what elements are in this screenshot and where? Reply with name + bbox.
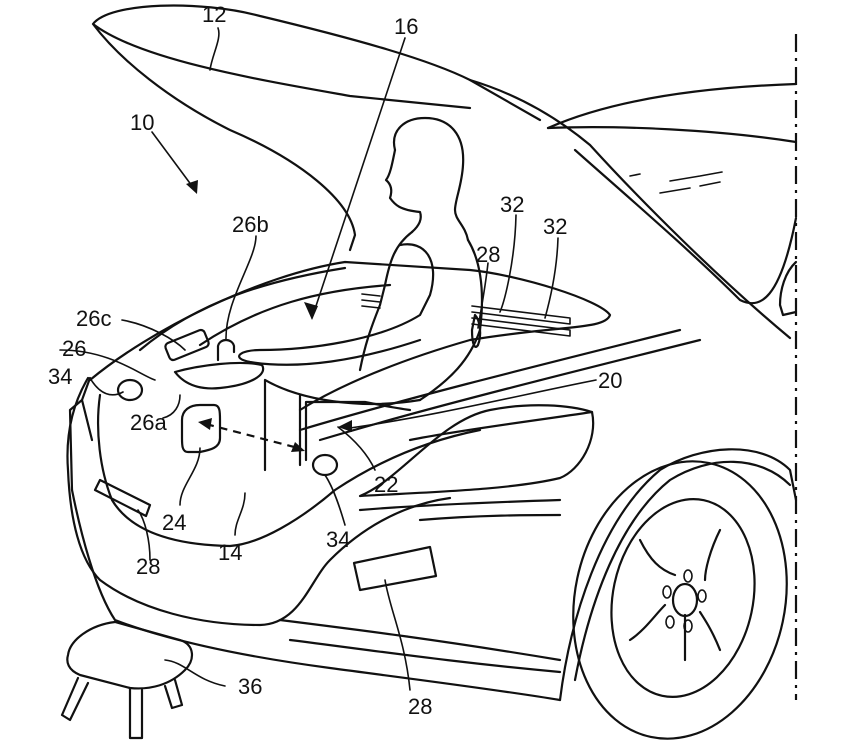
person-head: [392, 116, 470, 242]
plate-28-bottom: [352, 545, 438, 592]
person-arm: [238, 243, 435, 366]
hub: [671, 582, 699, 618]
seat-handle: [216, 338, 236, 362]
label-16: 16: [394, 14, 418, 39]
slats: [361, 293, 571, 337]
box-22: [304, 400, 412, 462]
hood-crease: [298, 328, 702, 442]
roof-line: [546, 82, 798, 130]
body-side-line: [358, 498, 562, 522]
rim: [610, 498, 756, 698]
hood-outline: [91, 4, 542, 252]
label-26b: 26b: [232, 212, 269, 237]
label-36: 36: [238, 674, 262, 699]
label-26c: 26c: [76, 306, 111, 331]
label-32-b: 32: [543, 214, 567, 239]
headlamp-inner: [408, 410, 594, 442]
sensor-34-right: [311, 453, 339, 477]
label-12: 12: [202, 2, 226, 27]
front-fascia: [66, 376, 452, 627]
seat-base: [173, 361, 265, 390]
compartment-inner: [138, 266, 392, 352]
signal-arrow-line: [205, 422, 299, 450]
label-34-left: 34: [48, 364, 72, 389]
label-14: 14: [218, 540, 242, 565]
arrowhead-10: [186, 180, 198, 194]
person-face: [384, 148, 422, 234]
stool-legs: [60, 676, 184, 740]
arrowhead-left: [198, 418, 212, 430]
label-28-bottom: 28: [408, 694, 432, 719]
plate-28-left: [93, 478, 152, 518]
label-26: 26: [62, 336, 86, 361]
side-mirror: [778, 260, 798, 317]
arrowhead-16: [304, 302, 318, 320]
front-grille-edge: [68, 376, 94, 492]
label-34-right: 34: [326, 527, 350, 552]
label-32-a: 32: [500, 192, 524, 217]
label-26a: 26a: [130, 410, 167, 435]
bumper-lip: [278, 618, 562, 674]
panel-26c: [164, 328, 210, 362]
arrowhead-right: [291, 442, 305, 452]
leader-lines: [59, 27, 597, 691]
label-28-top: 28: [476, 242, 500, 267]
sensor-34-left: [116, 378, 144, 402]
lug-nut: [665, 615, 675, 629]
bumper-lower: [70, 488, 562, 702]
component-24: [180, 403, 222, 454]
wheel-arch-inner: [573, 460, 792, 682]
windshield-reflection: [629, 171, 723, 194]
label-24: 24: [162, 510, 186, 535]
compartment-outline: [88, 260, 612, 412]
lug-nut: [697, 589, 707, 603]
lug-nut: [683, 569, 693, 583]
label-22: 22: [374, 472, 398, 497]
wheel-spokes: [628, 528, 722, 662]
person-torso: [358, 230, 483, 402]
label-20: 20: [598, 368, 622, 393]
arrowhead-20: [338, 420, 352, 432]
hood-edge-right: [468, 78, 792, 340]
windshield-side: [573, 148, 798, 305]
wheel-arch-outer: [558, 448, 798, 702]
tire: [572, 460, 788, 740]
lug-nut: [662, 585, 672, 599]
windshield-top: [546, 126, 798, 144]
label-28-left: 28: [136, 554, 160, 579]
stool-seat: [66, 620, 193, 690]
grille-area: [96, 393, 482, 548]
label-10: 10: [130, 110, 154, 135]
